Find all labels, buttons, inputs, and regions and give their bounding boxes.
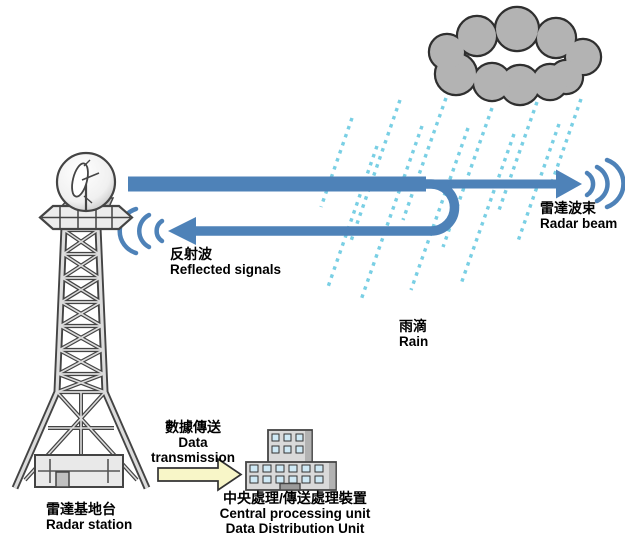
rain-label-en: Rain <box>399 334 429 349</box>
processing-unit-label-zh: 中央處理/傳送處理裝置 <box>223 490 367 506</box>
radar-tower-icon <box>11 151 151 490</box>
radar-beam-label-en: Radar beam <box>540 216 618 231</box>
rain-streaks-icon <box>319 97 583 301</box>
data-transmission-label-en2: transmission <box>150 450 236 465</box>
data-transmission-label-zh: 數據傳送 <box>165 419 221 435</box>
radar-station-label: 雷達基地台 Radar station <box>46 501 133 533</box>
building-door <box>279 482 301 491</box>
return-arrowhead-icon <box>168 217 196 245</box>
reflected-signals-label-en: Reflected signals <box>170 262 282 277</box>
processing-unit-label-en2: Data Distribution Unit <box>225 521 365 536</box>
processing-unit-label: 中央處理/傳送處理裝置 Central processing unit Data… <box>205 490 385 537</box>
beam-band <box>128 176 426 192</box>
radar-station-label-en: Radar station <box>46 517 133 532</box>
building-windows <box>249 433 324 484</box>
radar-beam-label: 雷達波束 Radar beam <box>540 200 618 232</box>
reflected-signals-label: 反射波 Reflected signals <box>170 246 282 278</box>
processing-unit-label-en1: Central processing unit <box>219 506 371 521</box>
signal-arcs-left-icon <box>117 206 165 256</box>
rain-label: 雨滴 Rain <box>399 318 429 350</box>
rain-label-zh: 雨滴 <box>399 318 427 334</box>
data-transmission-label: 數據傳送 Data transmission <box>145 419 241 466</box>
radar-dome-icon <box>55 151 117 213</box>
beam-arrowhead-right-icon <box>556 169 582 199</box>
radar-beam-label-zh: 雷達波束 <box>540 200 596 216</box>
processing-building-icon <box>245 429 337 491</box>
beam-u-turn <box>195 179 460 236</box>
reflected-signals-label-zh: 反射波 <box>170 246 212 262</box>
radar-station-label-zh: 雷達基地台 <box>46 501 116 517</box>
data-transmission-label-en1: Data <box>178 435 208 450</box>
data-arrow-icon <box>157 457 243 492</box>
tower-base-building-icon <box>34 454 124 488</box>
signal-arcs-right-icon <box>584 157 625 210</box>
radar-beam-graphic <box>117 157 625 256</box>
cloud-icon <box>427 5 603 107</box>
